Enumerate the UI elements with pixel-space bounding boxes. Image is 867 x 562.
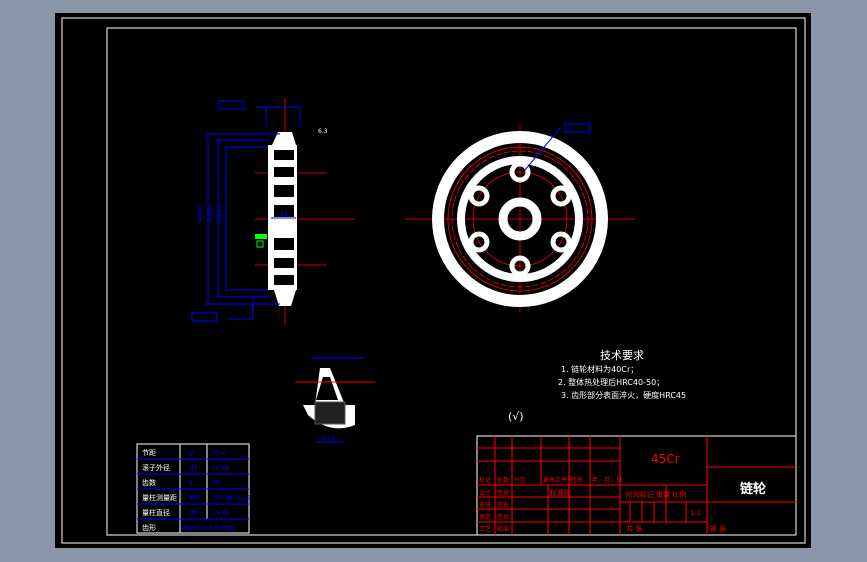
row-label: 审核 (479, 501, 491, 509)
param-name: 节距 (142, 449, 156, 457)
tech-item: 2. 整体热处理后HRC40-50； (558, 377, 664, 387)
dim-width: 14 (280, 211, 288, 218)
material: 45Cr (651, 452, 680, 466)
sheet-number: 第 张 (710, 524, 726, 533)
param-symbol: dR (189, 509, 198, 517)
drawing-sheet: Φ200 Φ180 Φ181 14 6.3 14.9 技术要求 1. 链轮材 (55, 13, 811, 548)
dim-d2: Φ180 (207, 206, 214, 222)
param-name: 量柱直径 (142, 508, 170, 517)
dim-bottom: 14.9 (322, 435, 336, 442)
tech-item: 1. 链轮材料为40Cr； (561, 364, 638, 374)
param-value: 15.88 (212, 465, 229, 472)
roughness-note: (√) (508, 410, 524, 423)
header-cell: 处数 (497, 476, 509, 484)
part-name: 链轮 (739, 481, 766, 497)
row-label: 设计 (479, 489, 491, 497)
param-symbol: p (189, 449, 194, 457)
sheet-count: 共 张 (626, 524, 642, 533)
dim-d1: Φ200 (197, 206, 204, 222)
tech-item: 3. 齿形部分表面淬火，硬度HRC45 (561, 390, 686, 400)
stage-labels: 阶段标记 重量 比例 (626, 490, 686, 499)
header-cell: 分区 (514, 476, 526, 484)
param-value: 38 (212, 480, 220, 487)
header-cell: 标记 (479, 476, 491, 484)
param-value: 155.88 -0.25 (212, 495, 251, 502)
param-table: 节距 p 25.4 滚子外径 d1 15.88 齿数 z 38 量柱测量距 MR 155.88 -0.… (136, 443, 251, 534)
side-view: Φ200 Φ180 Φ181 14 6.3 (191, 98, 355, 325)
param-value: 25.4 (212, 450, 226, 457)
param-value: 按GB1244-85制造 (182, 524, 234, 532)
param-symbol: z (189, 479, 193, 487)
tooth-detail: 14.9 (295, 357, 375, 443)
row-label: 审定 (479, 513, 491, 521)
param-name: 齿数 (142, 478, 156, 487)
row-label: 签名 (497, 513, 509, 521)
dim-d3: Φ181 (217, 206, 224, 222)
scale-value: 1:1 (690, 509, 701, 517)
param-symbol: d1 (189, 464, 198, 472)
front-view (405, 123, 635, 312)
param-name: 滚子外径 (142, 463, 170, 472)
param-symbol: MR (189, 494, 200, 502)
param-name: 齿形 (142, 524, 156, 532)
title-block (476, 435, 797, 536)
param-name: 量柱测量距 (142, 493, 177, 502)
header-cell: 年、月、日 (592, 476, 622, 484)
row-label: 批准 (497, 525, 509, 533)
param-value: 15.88 (212, 510, 229, 517)
row-label: 签名 (497, 501, 509, 509)
row-label: 工艺 (479, 525, 491, 533)
cad-drawing: Φ200 Φ180 Φ181 14 6.3 14.9 技术要求 1. 链轮材 (61, 17, 806, 544)
header-cell: 签名 (571, 476, 583, 484)
header-cell: 更改文件号 (543, 476, 573, 484)
outer-border (61, 17, 806, 544)
standardize-label: 标准化 (550, 488, 571, 497)
row-label: 签名 (497, 489, 509, 497)
rough-top: 6.3 (318, 128, 328, 135)
inner-border (106, 27, 797, 536)
tech-requirements: 技术要求 1. 链轮材料为40Cr； 2. 整体热处理后HRC40-50； 3.… (508, 349, 686, 423)
tech-title: 技术要求 (600, 349, 644, 362)
